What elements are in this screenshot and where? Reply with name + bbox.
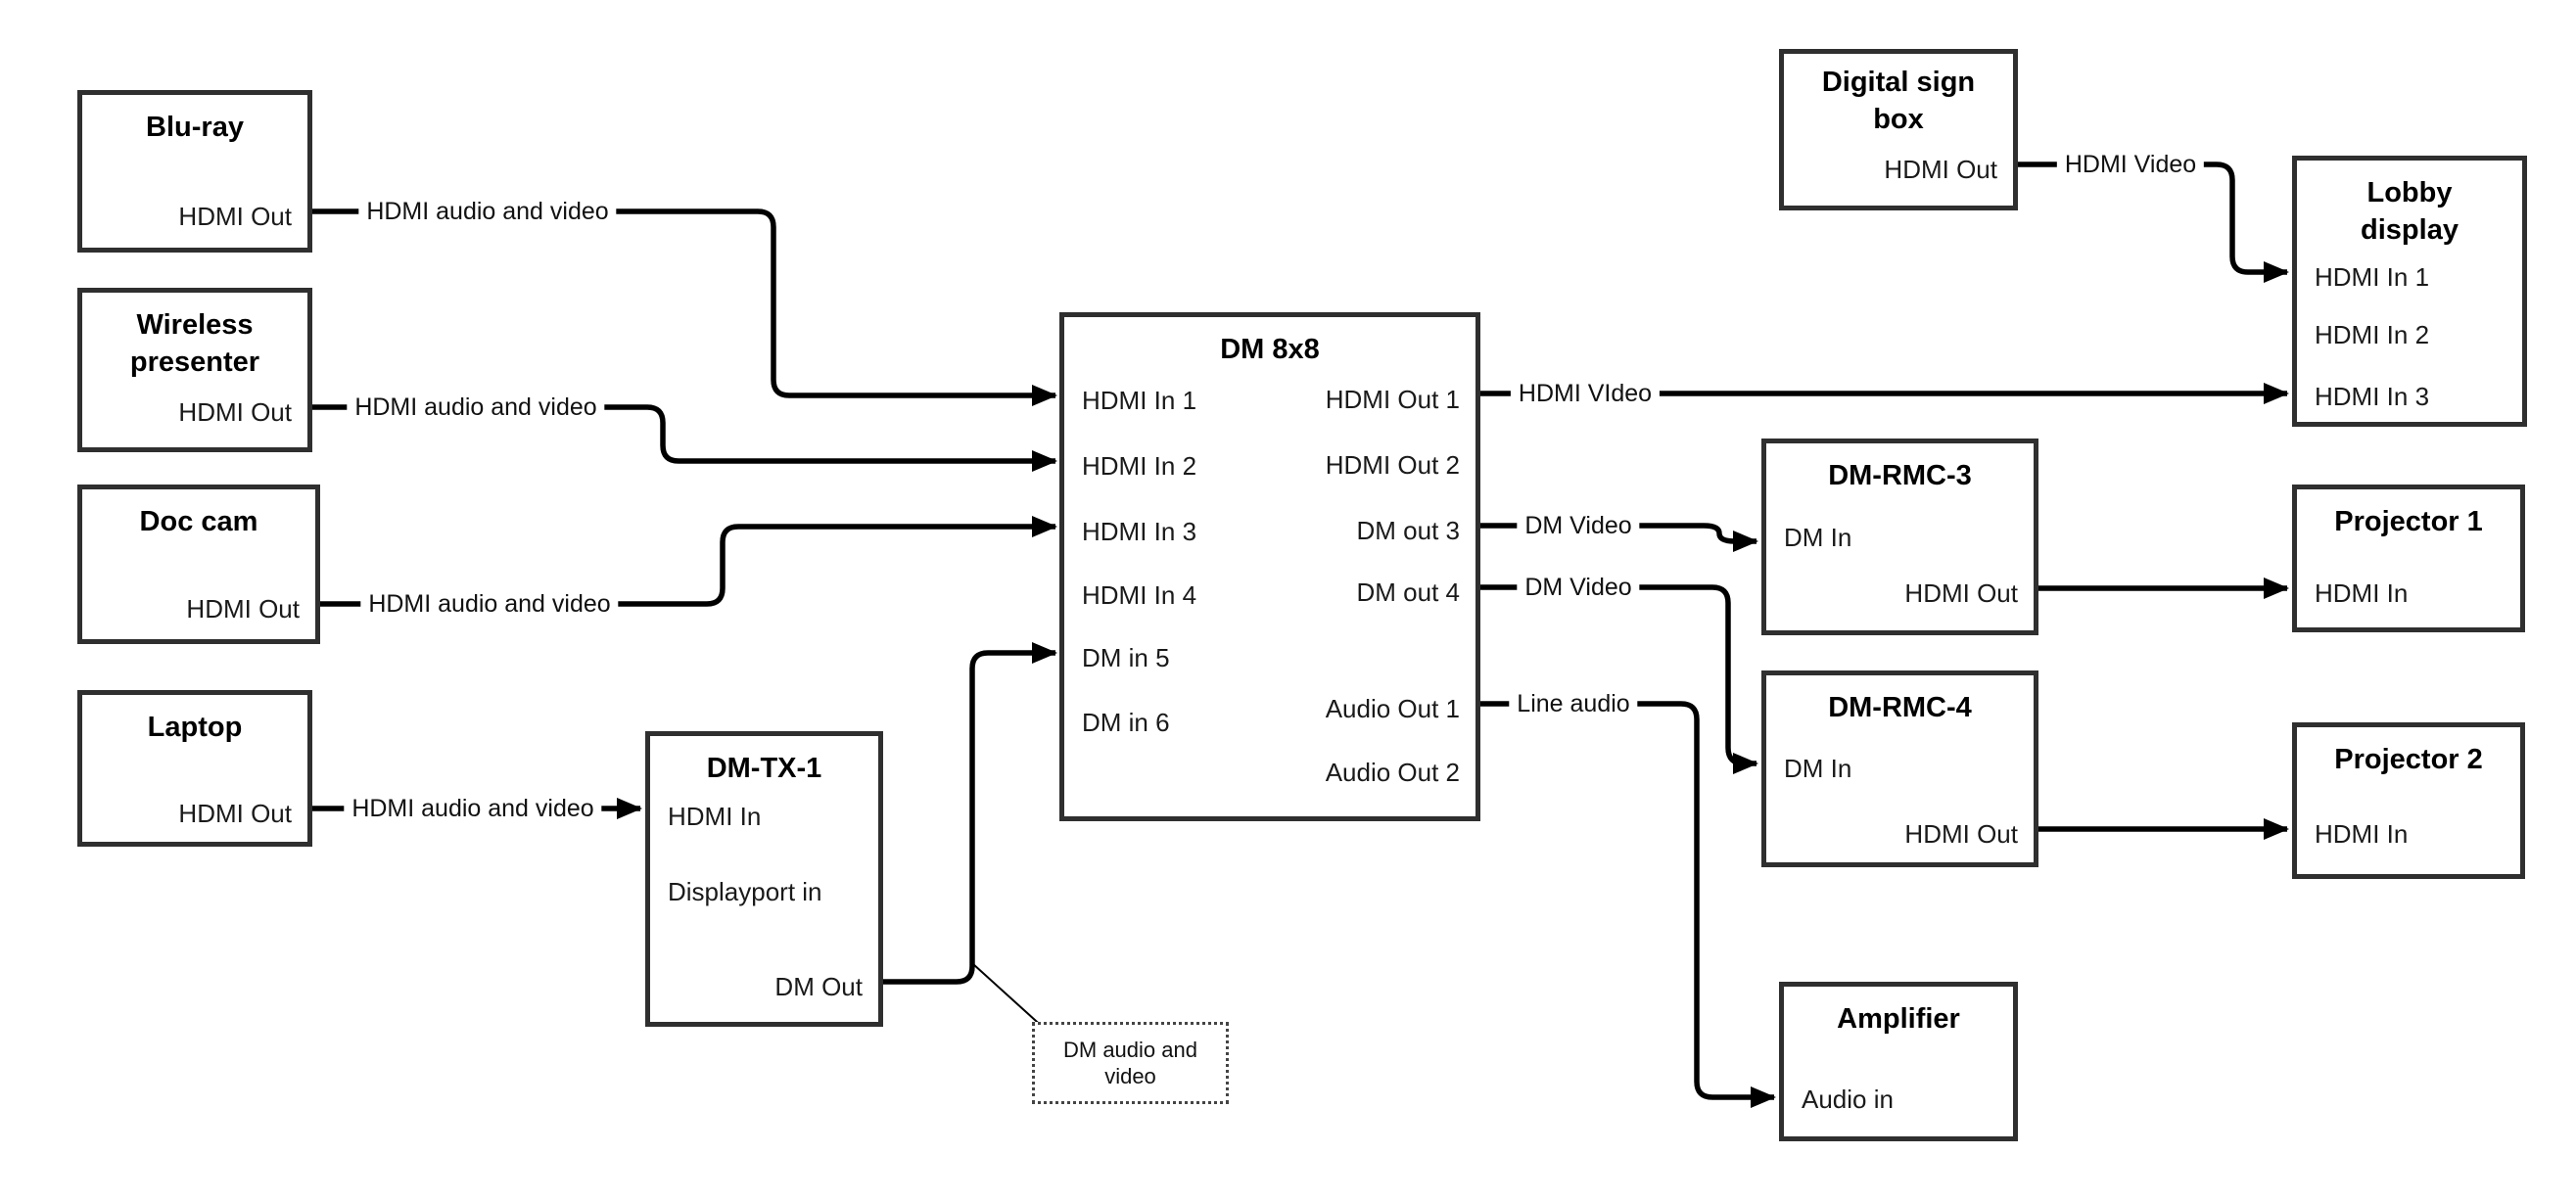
port-dm8x8-hdmi-out-2: HDMI Out 2 xyxy=(1325,450,1460,480)
node-title: Blu-ray xyxy=(146,112,244,143)
port-dm8x8-dm-in-6: DM in 6 xyxy=(1082,708,1170,737)
port-dm8x8-audio-out-2: Audio Out 2 xyxy=(1325,758,1460,787)
node-title: DM-RMC-4 xyxy=(1828,692,1972,723)
node-title: Lobby display xyxy=(2361,177,2459,246)
node-projector-1: Projector 1 HDMI In xyxy=(2292,485,2525,632)
wire-wireless-to-dm8x8-in2 xyxy=(312,404,1057,472)
port-doccam-hdmi-out: HDMI Out xyxy=(186,594,300,624)
port-dmrmc4-hdmi-out: HDMI Out xyxy=(1904,819,2018,849)
node-title: DM 8x8 xyxy=(1220,334,1320,365)
node-title: Wireless presenter xyxy=(129,309,260,378)
port-laptop-hdmi-out: HDMI Out xyxy=(178,799,292,828)
wire-signbox-to-lobby-in1 xyxy=(2018,162,2289,283)
port-dm8x8-hdmi-in-4: HDMI In 4 xyxy=(1082,580,1197,610)
port-dm8x8-dm-in-5: DM in 5 xyxy=(1082,643,1170,672)
wire-dm8x8-out3-to-dmrmc3 xyxy=(1480,523,1758,552)
port-lobby-hdmi-in-2: HDMI In 2 xyxy=(2315,320,2430,349)
node-title: Laptop xyxy=(147,712,243,743)
wire-dmtx1-to-dm8x8-in5 xyxy=(883,642,1057,985)
wire-label-laptop: HDMI audio and video xyxy=(344,793,602,824)
port-dm8x8-dm-out-4: DM out 4 xyxy=(1356,577,1461,607)
wire-label-doccam: HDMI audio and video xyxy=(360,588,619,620)
port-dmrmc3-hdmi-out: HDMI Out xyxy=(1904,578,2018,608)
port-dm8x8-hdmi-out-1: HDMI Out 1 xyxy=(1325,385,1460,414)
node-title: DM-TX-1 xyxy=(706,753,822,784)
port-dm8x8-audio-out-1: Audio Out 1 xyxy=(1325,694,1460,723)
port-dm8x8-dm-out-3: DM out 3 xyxy=(1356,516,1461,545)
wire-label-line-audio: Line audio xyxy=(1509,688,1638,719)
node-title: Doc cam xyxy=(139,506,258,537)
wire-label-signbox-hdmi-video: HDMI Video xyxy=(2056,149,2205,180)
port-dmtx1-dm-out: DM Out xyxy=(774,972,863,1001)
node-dm-8x8: DM 8x8 HDMI In 1 HDMI In 2 HDMI In 3 HDM… xyxy=(1059,312,1480,821)
wire-label-dm-video-out3: DM Video xyxy=(1517,510,1640,541)
port-proj1-hdmi-in: HDMI In xyxy=(2315,578,2409,608)
wire-bluray-to-dm8x8-in1 xyxy=(312,208,1057,406)
port-dmrmc3-dm-in: DM In xyxy=(1784,523,1852,552)
node-bluray: Blu-ray HDMI Out xyxy=(77,90,312,253)
wire-doccam-to-dm8x8-in3 xyxy=(320,516,1057,607)
port-proj2-hdmi-in: HDMI In xyxy=(2315,819,2409,849)
port-amp-audio-in: Audio in xyxy=(1802,1085,1894,1114)
node-title: Amplifier xyxy=(1837,1003,1960,1035)
wire-label-hdmi-video-out1: HDMI VIdeo xyxy=(1510,378,1661,409)
node-doc-cam: Doc cam HDMI Out xyxy=(77,485,320,644)
port-wireless-hdmi-out: HDMI Out xyxy=(178,397,292,427)
node-title: Digital sign box xyxy=(1821,67,1976,135)
callout-text: DM audio and video xyxy=(1063,1038,1197,1088)
port-dmrmc4-dm-in: DM In xyxy=(1784,754,1852,783)
port-dm8x8-hdmi-in-2: HDMI In 2 xyxy=(1082,451,1197,481)
node-projector-2: Projector 2 HDMI In xyxy=(2292,722,2525,879)
callout-leader-line xyxy=(972,963,1047,1031)
node-digital-sign-box: Digital sign box HDMI Out xyxy=(1779,49,2018,210)
port-lobby-hdmi-in-3: HDMI In 3 xyxy=(2315,382,2430,411)
node-dm-rmc-4: DM-RMC-4 DM In HDMI Out xyxy=(1761,670,2038,867)
node-laptop: Laptop HDMI Out xyxy=(77,690,312,847)
port-signbox-hdmi-out: HDMI Out xyxy=(1884,155,1997,184)
callout-dm-audio-video: DM audio and video xyxy=(1032,1022,1229,1104)
port-bluray-hdmi-out: HDMI Out xyxy=(178,202,292,231)
node-amplifier: Amplifier Audio in xyxy=(1779,982,2018,1141)
node-title: DM-RMC-3 xyxy=(1828,460,1972,491)
node-wireless-presenter: Wireless presenter HDMI Out xyxy=(77,288,312,452)
port-dmtx1-displayport-in: Displayport in xyxy=(668,877,822,906)
port-dm8x8-hdmi-in-1: HDMI In 1 xyxy=(1082,386,1197,415)
node-lobby-display: Lobby display HDMI In 1 HDMI In 2 HDMI I… xyxy=(2292,156,2527,427)
node-title: Projector 1 xyxy=(2334,506,2483,537)
node-dm-tx-1: DM-TX-1 HDMI In Displayport in DM Out xyxy=(645,731,883,1027)
port-dmtx1-hdmi-in: HDMI In xyxy=(668,802,762,831)
wire-label-wireless: HDMI audio and video xyxy=(347,392,605,423)
node-title: Projector 2 xyxy=(2334,744,2483,775)
port-lobby-hdmi-in-1: HDMI In 1 xyxy=(2315,262,2430,292)
wire-label-dm-video-out4: DM Video xyxy=(1517,572,1640,603)
port-dm8x8-hdmi-in-3: HDMI In 3 xyxy=(1082,517,1197,546)
wire-dm8x8-out4-to-dmrmc4 xyxy=(1480,584,1758,774)
node-dm-rmc-3: DM-RMC-3 DM In HDMI Out xyxy=(1761,439,2038,635)
wire-dm8x8-audio1-to-amp xyxy=(1480,701,1776,1108)
wire-label-bluray: HDMI audio and video xyxy=(358,196,617,227)
